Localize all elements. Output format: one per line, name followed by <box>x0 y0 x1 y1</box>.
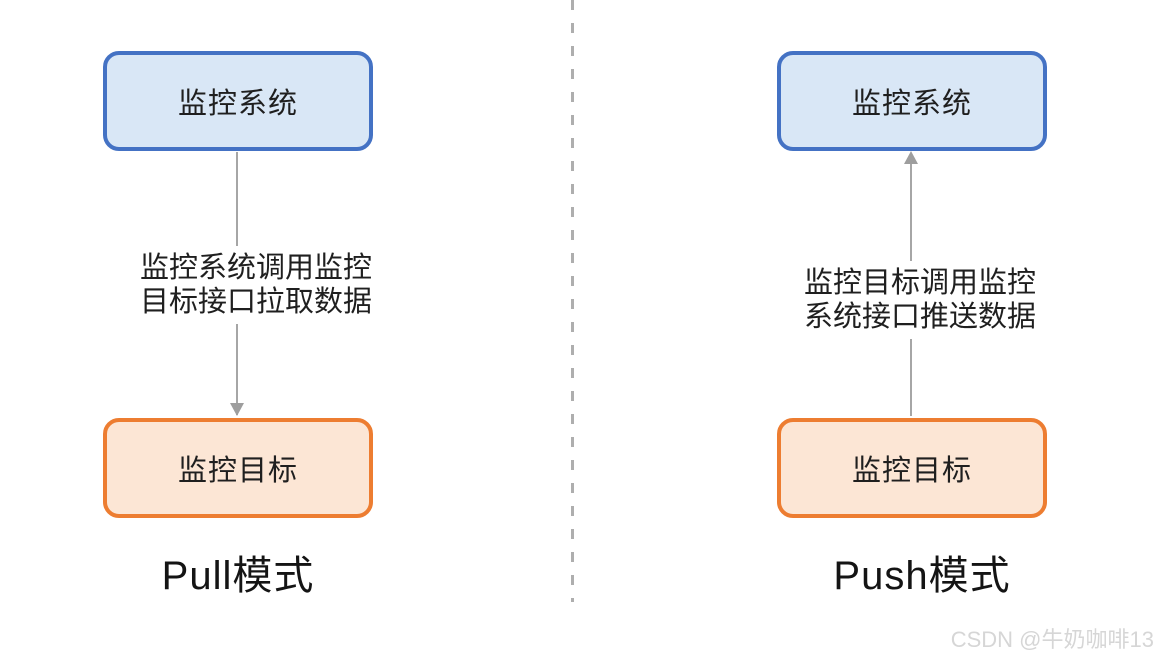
dashed-divider <box>571 0 574 602</box>
pull-monitor-system-node: 监控系统 <box>103 51 373 151</box>
pull-edge-label: 监控系统调用监控 目标接口拉取数据 <box>128 246 384 324</box>
push-mode-caption: Push模式 <box>833 554 1011 598</box>
push-monitor-target-node: 监控目标 <box>777 418 1047 518</box>
pull-monitor-system-label: 监控系统 <box>177 88 298 120</box>
push-edge-label-line2: 系统接口推送数据 <box>803 301 1036 333</box>
pull-edge-label-line2: 目标接口拉取数据 <box>139 286 372 318</box>
push-monitor-target-label: 监控目标 <box>851 455 972 487</box>
push-edge-label-line1: 监控目标调用监控 <box>803 267 1036 299</box>
pull-edge-label-line1: 监控系统调用监控 <box>139 252 372 284</box>
push-monitor-system-node: 监控系统 <box>777 51 1047 151</box>
push-edge-label: 监控目标调用监控 系统接口推送数据 <box>792 261 1048 339</box>
pull-monitor-target-node: 监控目标 <box>103 418 373 518</box>
push-arrow-up-icon <box>904 151 918 164</box>
pull-arrow-down-icon <box>230 403 244 416</box>
push-monitor-system-label: 监控系统 <box>851 88 972 120</box>
csdn-watermark: CSDN @牛奶咖啡13 <box>950 627 1154 652</box>
pull-mode-caption: Pull模式 <box>161 554 315 598</box>
pull-monitor-target-label: 监控目标 <box>177 455 298 487</box>
